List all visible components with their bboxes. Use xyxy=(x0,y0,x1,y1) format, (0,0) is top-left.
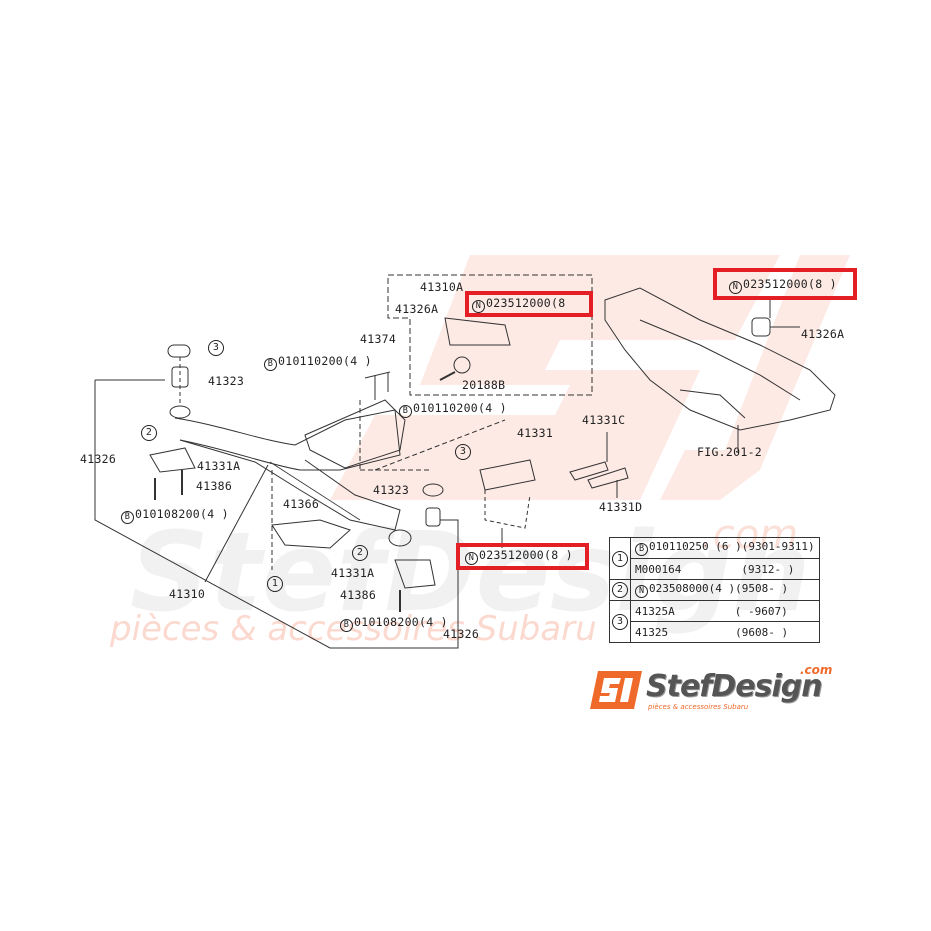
n-prefix-icon: N xyxy=(472,300,485,313)
label-41386-mid: 41386 xyxy=(340,588,377,602)
label-41310A: 41310A xyxy=(420,280,464,294)
b-prefix-icon: B xyxy=(264,358,277,371)
label-41326-right: 41326 xyxy=(443,627,480,641)
label-20188B: 20188B xyxy=(462,378,506,392)
sj-logo-mark-icon xyxy=(590,671,642,709)
label-41331: 41331 xyxy=(517,426,554,440)
stefdesign-logo[interactable]: StefDesign .com pièces & accessoires Sub… xyxy=(588,663,848,715)
b-prefix-icon: B xyxy=(340,619,353,632)
legend-ref-1: 1 xyxy=(609,537,631,580)
ref-2-left: 2 xyxy=(141,425,157,441)
label-41323-left: 41323 xyxy=(208,374,245,388)
ref-3-top: 3 xyxy=(208,340,224,356)
legend-cell[interactable]: 41325(9608- ) xyxy=(630,621,820,643)
ref-3-mid: 3 xyxy=(455,444,471,460)
legend-row: M000164(9312- ) xyxy=(610,558,820,580)
legend-cell[interactable]: 41325A( -9607) xyxy=(630,600,820,622)
legend-row: 3 41325A( -9607) xyxy=(609,600,820,643)
legend-row: 41325(9608- ) xyxy=(610,621,820,643)
label-41374: 41374 xyxy=(360,332,397,346)
b-prefix-icon: B xyxy=(121,511,134,524)
legend-cell[interactable]: M000164(9312- ) xyxy=(630,558,820,580)
label-fig-201-2[interactable]: FIG.201-2 xyxy=(697,445,763,459)
logo-domain-text: .com xyxy=(800,663,833,677)
highlight-box-top-right-nut xyxy=(713,268,857,300)
n-prefix-icon: N xyxy=(465,552,478,565)
label-41366: 41366 xyxy=(283,497,320,511)
logo-brand-text: StefDesign xyxy=(646,669,823,704)
label-41331A-mid: 41331A xyxy=(331,566,375,580)
b-prefix-icon: B xyxy=(399,405,412,418)
highlight-box-bottom-nut xyxy=(456,543,589,570)
legend-ref-2: 2 xyxy=(609,579,631,601)
legend-ref-3: 3 xyxy=(609,600,631,643)
label-41331C: 41331C xyxy=(582,413,626,427)
label-41331A-left: 41331A xyxy=(197,459,241,473)
label-41310: 41310 xyxy=(169,587,206,601)
n-prefix-icon: N xyxy=(729,281,742,294)
label-41323-mid: 41323 xyxy=(373,483,410,497)
label-41326-left: 41326 xyxy=(80,452,117,466)
label-41331D: 41331D xyxy=(599,500,643,514)
label-41386-left: 41386 xyxy=(196,479,233,493)
logo-tagline-text: pièces & accessoires Subaru xyxy=(648,703,749,711)
ref-2-mid: 2 xyxy=(352,545,368,561)
label-41326A-right: 41326A xyxy=(801,327,845,341)
ref-1: 1 xyxy=(267,576,283,592)
label-41326A-inset: 41326A xyxy=(395,302,439,316)
highlight-box-inset-nut xyxy=(465,291,593,317)
